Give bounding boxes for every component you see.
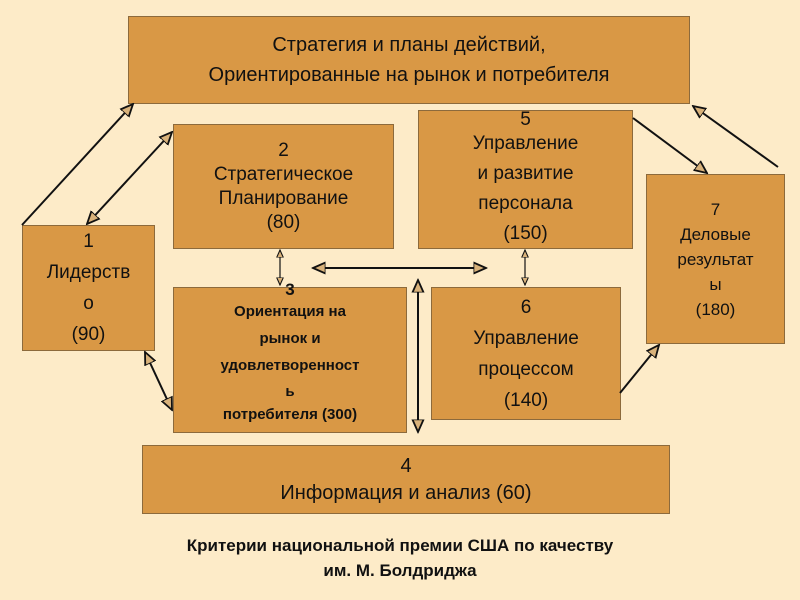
strategy-line1: Стратегия и планы действий, (272, 34, 546, 56)
arrow-leadership-strategy (21, 104, 133, 226)
box-label: персонала (478, 193, 573, 214)
box-label: ь (285, 383, 295, 400)
caption-line1: Критерии национальной премии США по каче… (186, 536, 614, 555)
box-score: (180) (695, 299, 736, 319)
box-score: (90) (71, 324, 106, 345)
box-label: удовлетворенност (220, 357, 360, 374)
box-number: 7 (710, 199, 721, 219)
box-number: 6 (520, 296, 532, 318)
arrow-results-strategy (693, 106, 779, 168)
box-number: 4 (400, 454, 412, 477)
strategy-line2: Ориентированные на рынок и потребителя (208, 64, 610, 86)
box-label: Планирование (218, 187, 349, 209)
box-label: ы (709, 274, 722, 294)
box-label: Стратегическое (213, 163, 354, 185)
box-label: о (83, 293, 94, 314)
box-number: 2 (278, 139, 289, 161)
box-label: рынок и (259, 330, 321, 347)
arrow-leadership-planning (87, 132, 172, 224)
box-score: (80) (266, 211, 301, 233)
box-business-results: 7 Деловые результат ы (180) (646, 174, 785, 344)
box-label: Деловые (680, 224, 751, 244)
box-customer-focus: 3 Ориентация на рынок и удовлетворенност… (173, 281, 407, 433)
arrow-process-results (619, 345, 659, 394)
box-label: Информация и анализ (60) (280, 481, 532, 504)
box-process-management: 6 Управление процессом (140) (431, 287, 621, 420)
box-label: Управление (473, 327, 579, 349)
box-number: 3 (285, 280, 295, 299)
box-score: (140) (503, 389, 549, 411)
box-label: Лидерств (46, 262, 131, 283)
box-strategy: Стратегия и планы действий, Ориентирован… (128, 16, 690, 104)
box-label: и развитие (477, 163, 574, 184)
box-label: процессом (478, 358, 574, 380)
arrow-personnel-results (632, 117, 707, 173)
box-label: результат (677, 249, 754, 269)
caption: Критерии национальной премии США по каче… (0, 533, 800, 583)
arrow-leadership-customer (145, 352, 172, 410)
box-number: 1 (83, 231, 94, 252)
box-label: Управление (472, 133, 579, 154)
box-strategic-planning: 2 Стратегическое Планирование (80) (173, 124, 394, 249)
caption-line2: им. М. Болдриджа (323, 561, 477, 580)
box-number: 5 (520, 109, 531, 130)
box-leadership: 1 Лидерств о (90) (22, 225, 155, 351)
box-score: (150) (503, 223, 548, 244)
box-label: Ориентация на (234, 303, 346, 320)
box-label: потребителя (300) (222, 406, 358, 423)
box-personnel: 5 Управление и развитие персонала (150) (418, 110, 633, 249)
box-information-analysis: 4 Информация и анализ (60) (142, 445, 670, 514)
